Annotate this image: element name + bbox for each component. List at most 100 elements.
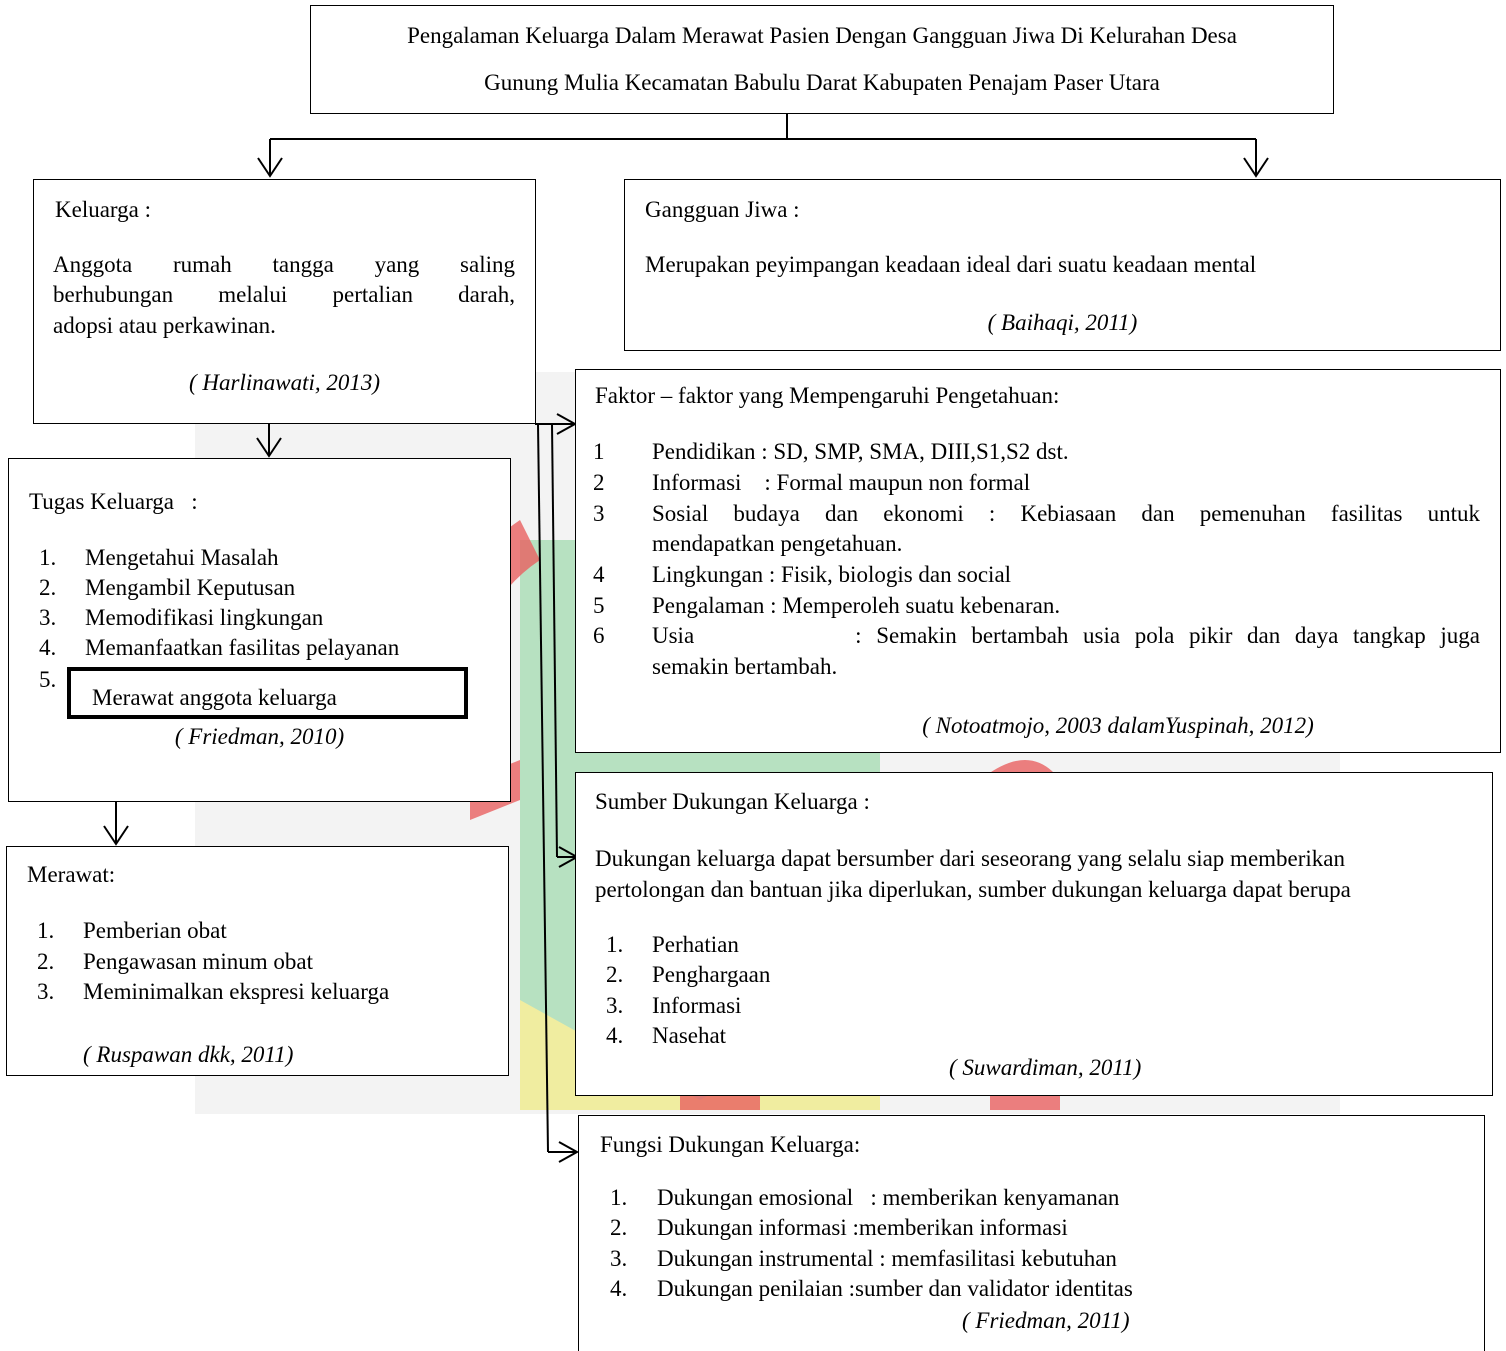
item-text: Mengambil Keputusan <box>85 575 296 600</box>
item-text: Sosial budaya dan ekonomi : Kebiasaan da… <box>652 501 1480 526</box>
item-number: 5. <box>39 667 57 692</box>
fungsi-heading: Fungsi Dukungan Keluarga: <box>600 1132 861 1157</box>
list-item: 3. Meminimalkan ekspresi keluarga <box>7 977 508 1007</box>
item-text: Perhatian <box>652 932 739 957</box>
sumber-body-line-1: Dukungan keluarga dapat bersumber dari s… <box>595 846 1346 871</box>
fungsi-citation: ( Friedman, 2011) <box>962 1308 1130 1333</box>
highlight-box-merawat-anggota: Merawat anggota keluarga <box>67 667 468 719</box>
item-number: 2. <box>39 575 57 600</box>
list-item: 1 Pendidikan : SD, SMP, SMA, DIII,S1,S2 … <box>576 437 1500 467</box>
item-text: Lingkungan : Fisik, biologis dan social <box>652 562 1012 587</box>
list-item: 3. Dukungan instrumental : memfasilitasi… <box>579 1244 1484 1274</box>
keluarga-heading: Keluarga : <box>55 197 152 222</box>
title-box: Pengalaman Keluarga Dalam Merawat Pasien… <box>310 5 1334 114</box>
list-item: 3 Sosial budaya dan ekonomi : Kebiasaan … <box>576 499 1500 529</box>
tugas-keluarga-box: Tugas Keluarga : 1. Mengetahui Masalah 2… <box>8 458 511 802</box>
list-item: 3. Informasi <box>576 991 1492 1021</box>
item-number: 2. <box>610 1215 628 1240</box>
item-number: 3 <box>593 501 605 526</box>
gangguan-citation: ( Baihaqi, 2011) <box>987 310 1138 335</box>
fungsi-dukungan-box: Fungsi Dukungan Keluarga: 1. Dukungan em… <box>578 1115 1485 1351</box>
list-item: 5 Pengalaman : Memperoleh suatu kebenara… <box>576 591 1500 621</box>
list-item: 2. Penghargaan <box>576 960 1492 990</box>
item-number: 1 <box>593 439 605 464</box>
list-item: 2. Pengawasan minum obat <box>7 947 508 977</box>
list-item: 5. <box>9 665 510 695</box>
item-number: 3. <box>37 979 55 1004</box>
list-item-continuation: semakin bertambah. <box>576 652 1500 682</box>
item-number: 4. <box>606 1023 624 1048</box>
item-text: semakin bertambah. <box>652 654 838 679</box>
item-number: 1. <box>37 918 55 943</box>
keluarga-line-3: adopsi atau perkawinan. <box>53 313 276 338</box>
merawat-citation: ( Ruspawan dkk, 2011) <box>83 1042 294 1067</box>
item-text: Usia : Semakin bertambah usia pola pikir… <box>652 623 1480 648</box>
item-text: Dukungan emosional : memberikan kenyaman… <box>657 1185 1120 1210</box>
list-item-continuation: mendapatkan pengetahuan. <box>576 529 1500 559</box>
item-number: 1. <box>606 932 624 957</box>
list-item: 1. Perhatian <box>576 930 1492 960</box>
keluarga-citation: ( Harlinawati, 2013) <box>188 370 381 395</box>
item-number: 2. <box>606 962 624 987</box>
title-line-2: Gunung Mulia Kecamatan Babulu Darat Kabu… <box>484 70 1160 95</box>
list-item: 1. Dukungan emosional : memberikan kenya… <box>579 1183 1484 1213</box>
list-item: 2. Mengambil Keputusan <box>9 573 510 603</box>
merawat-box: Merawat: 1. Pemberian obat 2. Pengawasan… <box>6 846 509 1076</box>
faktor-heading: Faktor – faktor yang Mempengaruhi Penget… <box>595 383 1060 408</box>
item-number: 1. <box>610 1185 628 1210</box>
keluarga-line-2: berhubungan melalui pertalian darah, <box>53 282 515 307</box>
item-number: 4 <box>593 562 605 587</box>
keluarga-box: Keluarga : Anggota rumah tangga yang sal… <box>33 179 536 424</box>
item-number: 3. <box>606 993 624 1018</box>
list-item: 1. Mengetahui Masalah <box>9 543 510 573</box>
gangguan-jiwa-box: Gangguan Jiwa : Merupakan peyimpangan ke… <box>624 179 1501 351</box>
item-text: Merawat anggota keluarga <box>92 685 337 710</box>
keluarga-line-1: Anggota rumah tangga yang saling <box>53 252 515 277</box>
list-item: 1. Pemberian obat <box>7 916 508 946</box>
item-text: Informasi <box>652 993 742 1018</box>
item-number: 3. <box>39 605 57 630</box>
item-number: 6 <box>593 623 605 648</box>
sumber-dukungan-box: Sumber Dukungan Keluarga : Dukungan kelu… <box>575 772 1493 1096</box>
merawat-heading: Merawat: <box>27 862 116 887</box>
list-item: 4. Memanfaatkan fasilitas pelayanan <box>9 633 510 663</box>
item-text: Memanfaatkan fasilitas pelayanan <box>85 635 400 660</box>
item-number: 4. <box>39 635 57 660</box>
item-text: Nasehat <box>652 1023 727 1048</box>
item-text: Meminimalkan ekspresi keluarga <box>83 979 390 1004</box>
item-number: 4. <box>610 1276 628 1301</box>
item-text: Dukungan instrumental : memfasilitasi ke… <box>657 1246 1117 1271</box>
item-text: Pendidikan : SD, SMP, SMA, DIII,S1,S2 ds… <box>652 439 1069 464</box>
item-number: 1. <box>39 545 57 570</box>
list-item: 3. Memodifikasi lingkungan <box>9 603 510 633</box>
list-item: 2 Informasi : Formal maupun non formal <box>576 468 1500 498</box>
item-number: 3. <box>610 1246 628 1271</box>
list-item: 6 Usia : Semakin bertambah usia pola pik… <box>576 621 1500 651</box>
sumber-heading: Sumber Dukungan Keluarga : <box>595 789 870 814</box>
item-text: Informasi : Formal maupun non formal <box>652 470 1031 495</box>
sumber-body-line-2: pertolongan dan bantuan jika diperlukan,… <box>595 877 1351 902</box>
item-text: Mengetahui Masalah <box>85 545 279 570</box>
item-text: Dukungan informasi :memberikan informasi <box>657 1215 1068 1240</box>
list-item: 4 Lingkungan : Fisik, biologis dan socia… <box>576 560 1500 590</box>
faktor-box: Faktor – faktor yang Mempengaruhi Penget… <box>575 369 1501 753</box>
faktor-citation: ( Notoatmojo, 2003 dalamYuspinah, 2012) <box>922 713 1314 738</box>
item-text: Pemberian obat <box>83 918 227 943</box>
title-line-1: Pengalaman Keluarga Dalam Merawat Pasien… <box>407 23 1237 48</box>
gangguan-body: Merupakan peyimpangan keadaan ideal dari… <box>645 252 1257 277</box>
item-text: Memodifikasi lingkungan <box>85 605 324 630</box>
gangguan-heading: Gangguan Jiwa : <box>645 197 800 222</box>
item-text: Pengawasan minum obat <box>83 949 313 974</box>
item-number: 5 <box>593 593 605 618</box>
item-number: 2 <box>593 470 605 495</box>
list-item: 4. Nasehat <box>576 1021 1492 1051</box>
sumber-citation: ( Suwardiman, 2011) <box>949 1055 1142 1080</box>
tugas-heading: Tugas Keluarga : <box>29 489 198 514</box>
item-text: mendapatkan pengetahuan. <box>652 531 903 556</box>
item-text: Dukungan penilaian :sumber dan validator… <box>657 1276 1133 1301</box>
item-text: Penghargaan <box>652 962 771 987</box>
item-number: 2. <box>37 949 55 974</box>
item-text: Pengalaman : Memperoleh suatu kebenaran. <box>652 593 1061 618</box>
tugas-citation: ( Friedman, 2010) <box>174 724 345 749</box>
